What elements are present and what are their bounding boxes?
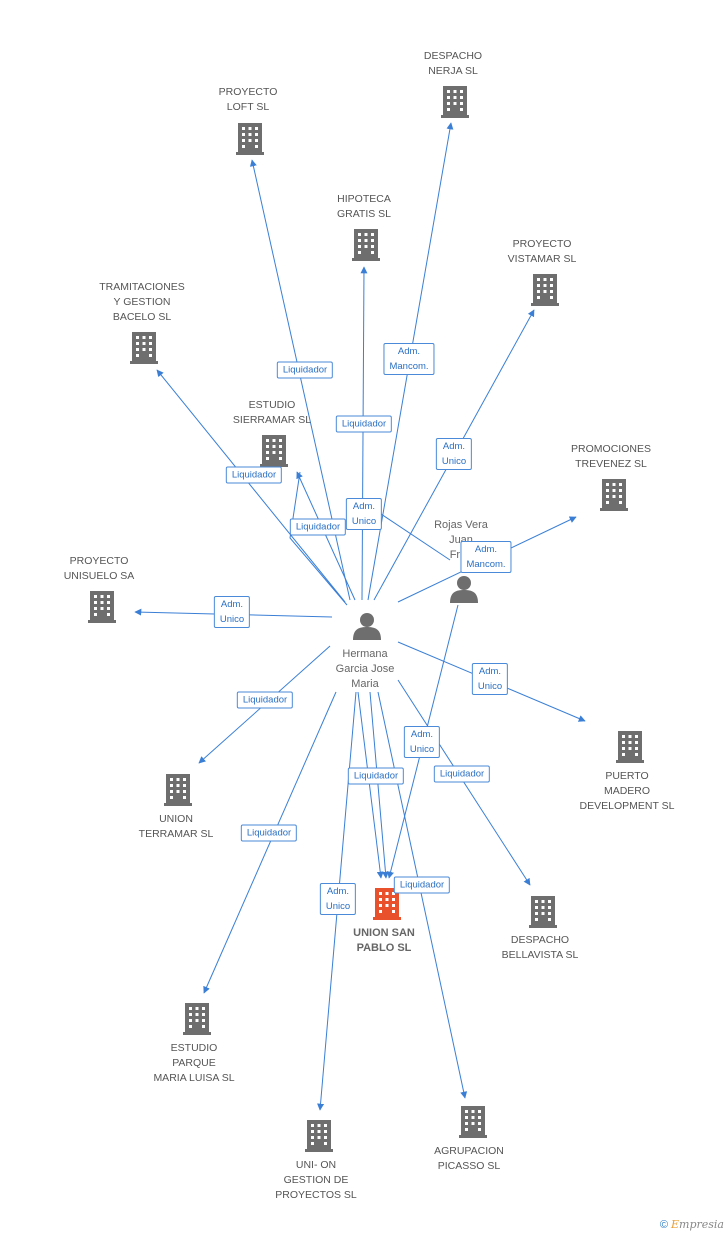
edge-rojas-link [377, 511, 451, 561]
person-icon-rojas[interactable] [450, 576, 478, 603]
node-label-proyecto-unisuelo[interactable]: PROYECTO UNISUELO SA [63, 555, 135, 582]
node-label-union-terramar[interactable]: UNION TERRAMAR SL [138, 813, 214, 840]
building-icon-proyecto-vistamar[interactable] [531, 274, 559, 306]
edge-label-adm-unico: Adm. Unico [471, 663, 509, 695]
building-icon-despacho-nerja[interactable] [441, 86, 469, 118]
edge-to-estudio-sierramar-2 [289, 471, 348, 606]
edge-to-union-san-pablo-2 [369, 691, 389, 879]
edge-label-adm-unico: Adm. Unico [403, 726, 441, 758]
edge-label-adm-unico: Adm. Unico [213, 596, 251, 628]
building-icon-estudio-sierramar[interactable] [260, 435, 288, 467]
edge-to-agrupacion-picasso [377, 691, 468, 1099]
edge-label-liquidador: Liquidador [347, 767, 405, 785]
building-icon-agrupacion-picasso[interactable] [459, 1106, 487, 1138]
edge-to-estudio-parque [203, 691, 337, 994]
node-label-uni-on[interactable]: UNI- ON GESTION DE PROYECTOS SL [275, 1159, 357, 1201]
person-icon-hermana[interactable] [353, 613, 381, 640]
edge-label-adm-unico: Adm. Unico [345, 498, 383, 530]
edge-label-adm-unico: Adm. Unico [435, 438, 473, 470]
building-icon-puerto-madero[interactable] [616, 731, 644, 763]
building-icon-hipoteca-gratis[interactable] [352, 229, 380, 261]
edge-label-liquidador: Liquidador [236, 691, 294, 709]
node-label-hipoteca-gratis[interactable]: HIPOTECA GRATIS SL [336, 193, 392, 220]
edge-label-liquidador: Liquidador [335, 415, 393, 433]
node-label-promociones-trevenez[interactable]: PROMOCIONES TREVENEZ SL [571, 443, 651, 470]
building-icon-estudio-parque[interactable] [183, 1003, 211, 1035]
edge-to-estudio-sierramar [296, 471, 356, 601]
edge-label-liquidador: Liquidador [240, 824, 298, 842]
edge-label-liquidador: Liquidador [289, 518, 347, 536]
node-label-estudio-parque[interactable]: ESTUDIO PARQUE MARIA LUISA SL [153, 1042, 235, 1084]
copyright-footer: © Empresia [660, 1218, 724, 1231]
node-label-puerto-madero[interactable]: PUERTO MADERO DEVELOPMENT SL [579, 770, 675, 812]
node-label-despacho-bellavista[interactable]: DESPACHO BELLAVISTA SL [501, 934, 579, 961]
edge-to-hipoteca-gratis [360, 266, 368, 601]
edge-to-despacho-bellavista [397, 679, 531, 886]
node-label-proyecto-loft[interactable]: PROYECTO LOFT SL [218, 86, 278, 113]
edge-label-liquidador: Liquidador [433, 765, 491, 783]
edge-label-liquidador: Liquidador [225, 466, 283, 484]
edge-label-adm-mancom: Adm. Mancom. [383, 343, 435, 375]
edge-label-liquidador: Liquidador [276, 361, 334, 379]
edge-to-union-san-pablo-1 [357, 691, 384, 879]
logo-initial: E [671, 1218, 680, 1231]
logo-rest: mpresia [679, 1218, 724, 1231]
building-icon-union-terramar[interactable] [164, 774, 192, 806]
node-label-union-san-pablo[interactable]: UNION SAN PABLO SL [353, 927, 415, 954]
edge-label-adm-mancom: Adm. Mancom. [460, 541, 512, 573]
building-icon-proyecto-unisuelo[interactable] [88, 591, 116, 623]
node-label-agrupacion-picasso[interactable]: AGRUPACION PICASSO SL [434, 1145, 504, 1172]
node-label-estudio-sierramar[interactable]: ESTUDIO SIERRAMAR SL [232, 399, 312, 426]
edge-to-tramitaciones [156, 369, 346, 603]
edge-label-liquidador: Liquidador [393, 876, 451, 894]
building-icon-tramitaciones[interactable] [130, 332, 158, 364]
building-icon-proyecto-loft[interactable] [236, 123, 264, 155]
building-icon-uni-on[interactable] [305, 1120, 333, 1152]
copyright-symbol: © [659, 1219, 668, 1231]
building-icon-despacho-bellavista[interactable] [529, 896, 557, 928]
empresia-logo[interactable]: Empresia [671, 1218, 724, 1231]
node-label-proyecto-vistamar[interactable]: PROYECTO VISTAMAR SL [507, 238, 577, 265]
person-label-hermana[interactable]: Hermana Garcia Jose Maria [335, 648, 395, 690]
edge-label-adm-unico: Adm. Unico [319, 883, 357, 915]
node-label-despacho-nerja[interactable]: DESPACHO NERJA SL [423, 50, 483, 77]
node-label-tramitaciones[interactable]: TRAMITACIONES Y GESTION BACELO SL [99, 281, 185, 323]
building-icon-promociones-trevenez[interactable] [600, 479, 628, 511]
